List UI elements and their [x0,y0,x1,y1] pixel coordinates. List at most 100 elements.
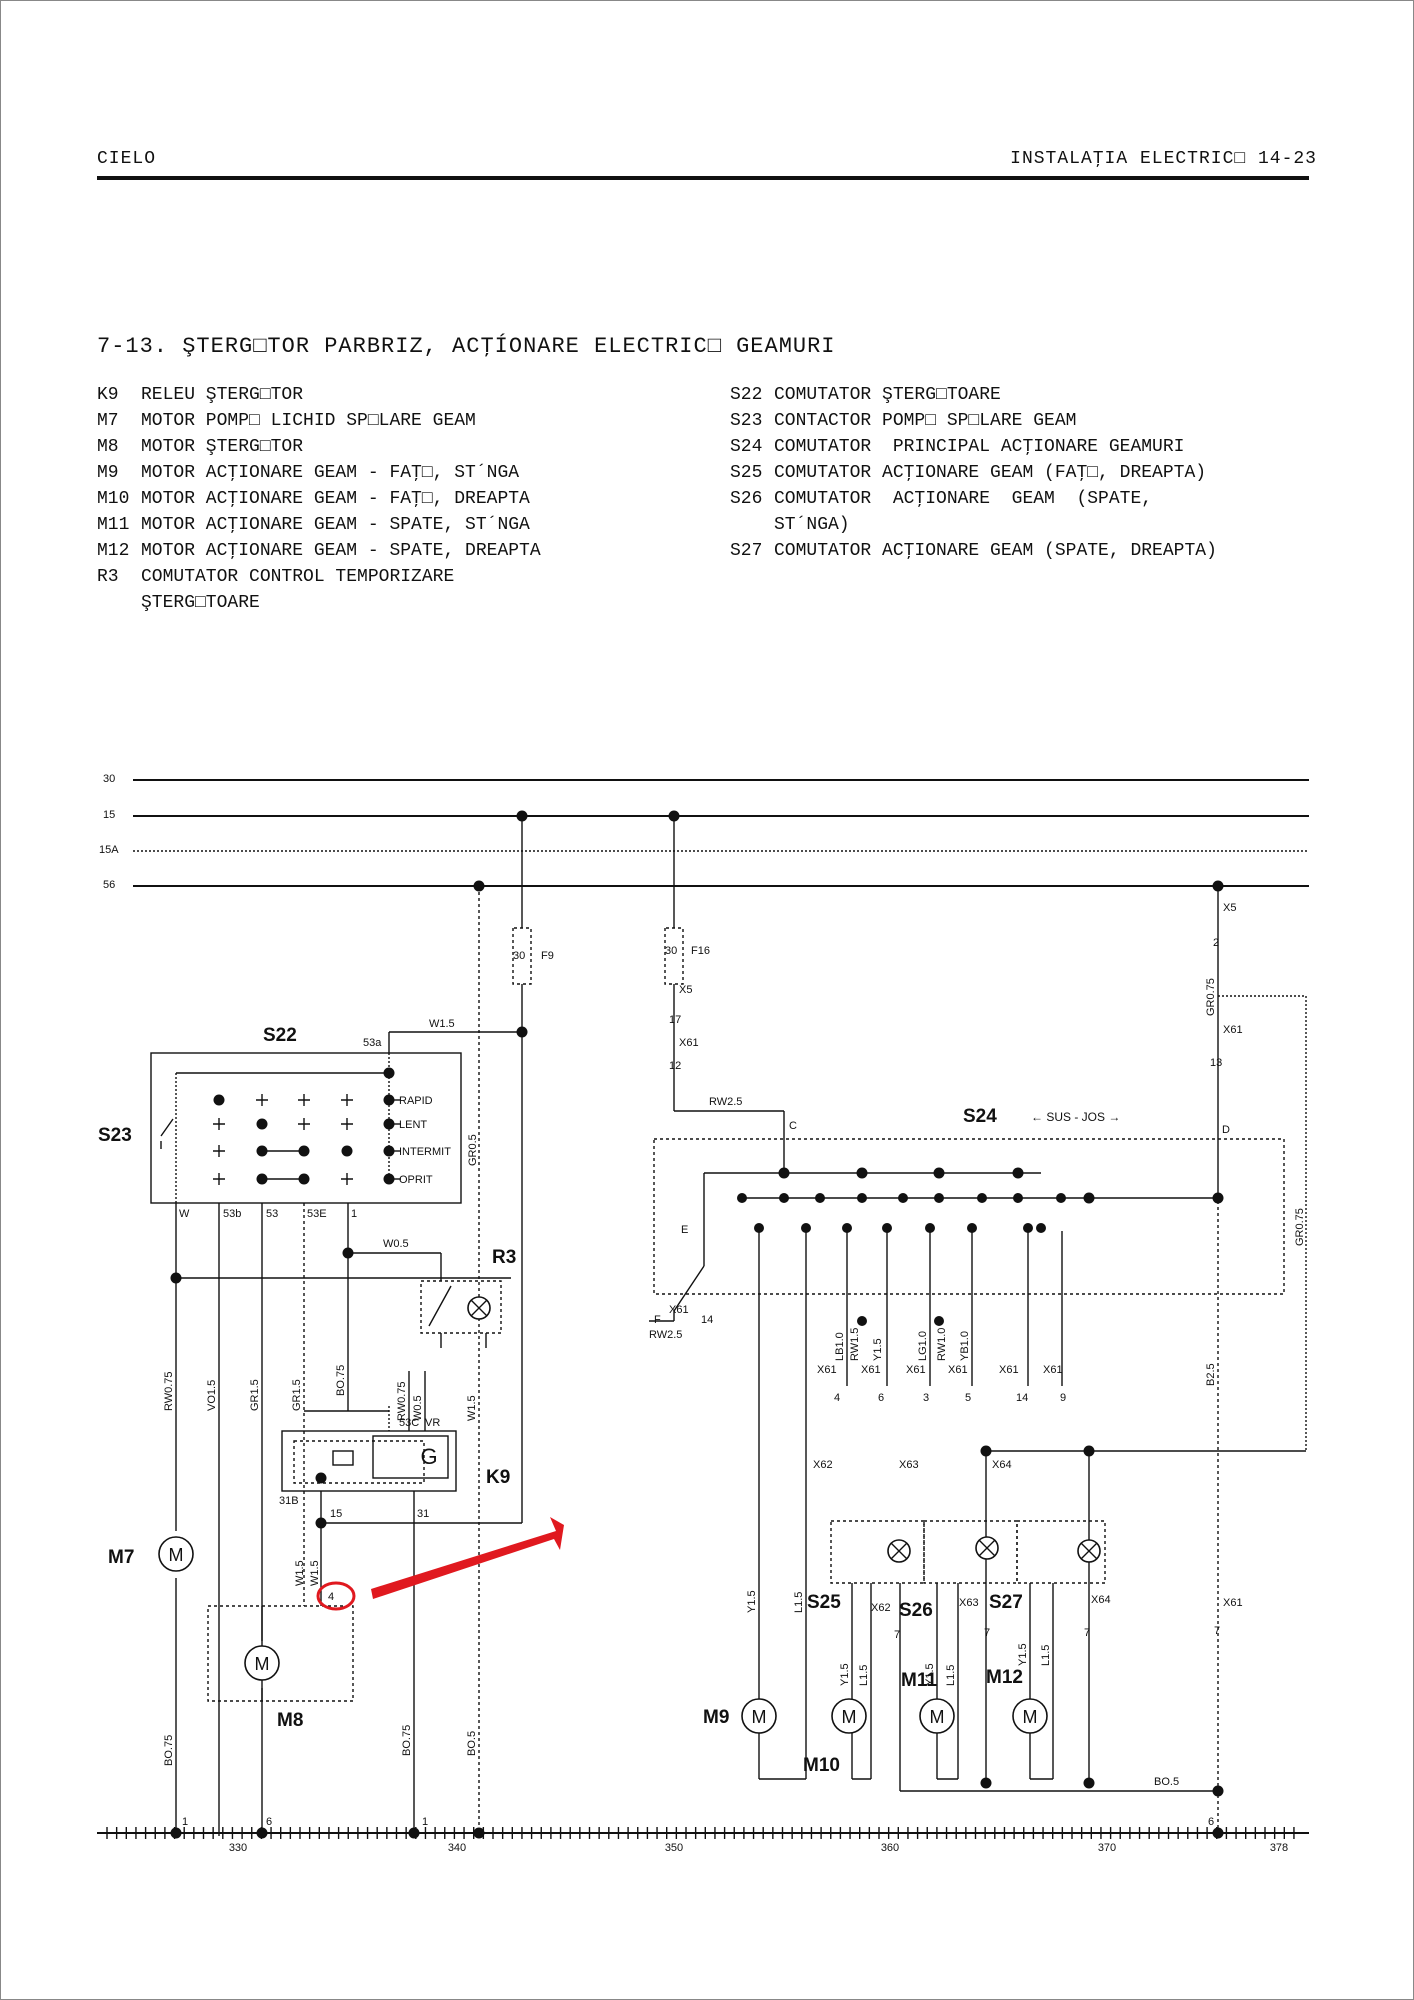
m9-motor-symbol [741,1698,777,1734]
legend-item-code: M11 [97,515,130,535]
connector-x61-right: X61 [1223,1597,1243,1609]
wire-y15: Y1.5 [872,1338,884,1361]
legend-item-text: COMUTATOR ŞTERG□TOARE [774,385,1001,405]
connector-x64-b: X64 [1091,1594,1111,1606]
m12-motor-symbol [1012,1698,1048,1734]
scale-label: 360 [881,1842,899,1854]
wire-gr15-b: GR1.5 [291,1379,303,1411]
scale-label: 340 [448,1842,466,1854]
rail-label-15: 15 [103,809,115,821]
connector-x63: X63 [899,1459,919,1471]
s22-terminal-53e: 53E [307,1208,327,1220]
connector-x5-f16: X5 [679,984,692,996]
connector-x61-f16: X61 [679,1037,699,1049]
wire-y15-m9: Y1.5 [746,1590,758,1613]
legend-item-code: M12 [97,541,130,561]
wire-bo075-k9: BO.75 [401,1725,413,1756]
k9-generator-glyph: G [420,1444,437,1469]
x61-row-label: X61 [861,1364,881,1376]
section-title: 7-13. ŞTERG□TOR PARBRIZ, ACŢÍONARE ELECT… [97,334,836,359]
wire-rw25-f: RW2.5 [649,1329,682,1341]
s22-pos-rapid: RAPID [399,1095,433,1107]
wire-gr15-a: GR1.5 [249,1379,261,1411]
legend-item-row: S22 COMUTATOR ŞTERG□TOARE [730,382,1330,408]
label-s22: S22 [263,1025,297,1046]
wire-y15-m11: Y1.5 [924,1663,936,1686]
label-s27: S27 [989,1592,1023,1613]
wire-lg10: LG1.0 [917,1331,929,1361]
wire-yb10: YB1.0 [959,1331,971,1361]
scale-label: 330 [229,1842,247,1854]
legend-item-text: COMUTATOR ACŢIONARE GEAM (SPATE, ST´NGA) [774,489,1153,535]
k9-terminal-vr: VR [425,1417,440,1429]
x61-row-label: X61 [906,1364,926,1376]
s24-box [653,1138,1285,1295]
wire-l15-m10: L1.5 [858,1665,870,1686]
k9-terminal-31b: 31B [279,1495,299,1507]
k9-box [281,1430,457,1492]
wire-rw075-k9: RW0.75 [396,1381,408,1421]
m7-motor-symbol [158,1536,194,1572]
legend-item-text: MOTOR ACŢIONARE GEAM - FAŢ□, DREAPTA [141,489,530,509]
s23-contact [160,1118,174,1149]
header-rule [97,176,1309,180]
fuse-f16-rating: 30 [665,945,677,957]
k9-coil [332,1450,354,1466]
m8-motor-symbol [244,1645,280,1681]
label-m7: M7 [108,1547,134,1568]
rail-label-56: 56 [103,879,115,891]
m11-glyph: M [930,1707,945,1727]
connector-x62-b: X62 [871,1602,891,1614]
x61-row-label: X61 [948,1364,968,1376]
connector-x5-top: X5 [1223,902,1236,914]
header-section: INSTALAŢIA ELECTRIC□ 14-23 [1010,149,1317,169]
header-model: CIELO [97,149,157,169]
wire-l15-m11: L1.5 [945,1665,957,1686]
label-s25: S25 [807,1592,841,1613]
fuse-f9-name: F9 [541,950,554,962]
s24-label-f: F [654,1314,661,1326]
s26-box [923,1520,1018,1584]
wire-gr075-right: GR0.75 [1294,1208,1306,1246]
label-r3: R3 [492,1247,516,1268]
label-m11: M11 [901,1670,937,1691]
legend-item-code: S22 [730,385,763,405]
wire-w15-top: W1.5 [429,1018,455,1030]
k9-terminal-31: 31 [417,1508,429,1520]
legend-item-text: COMUTATOR ACŢIONARE GEAM (FAŢ□, DREAPTA) [774,463,1207,483]
wire-w15-m8a: W1.5 [294,1560,306,1586]
wire-rw15: RW1.5 [849,1328,861,1361]
fuse-f16-symbol [664,927,684,985]
legend-item-code: M8 [97,437,119,457]
connector-x63-b: X63 [959,1597,979,1609]
wire-lb10: LB1.0 [834,1332,846,1361]
connector-pin7-a: 7 [894,1629,900,1641]
ground-point-label: 1 [422,1816,428,1828]
fuse-f9-rating: 30 [513,950,525,962]
wire-l15-m9: L1.5 [793,1592,805,1613]
rail-label-15a: 15A [99,844,119,856]
connector-x61-top: X61 [1223,1024,1243,1036]
s22-position-grid [262,1099,401,1180]
wire-rw25: RW2.5 [709,1096,742,1108]
legend-item-text: COMUTATOR ACŢIONARE GEAM (SPATE, DREAPTA… [774,541,1217,561]
x61-row-pin: 5 [965,1392,971,1404]
x61-row-pin: 6 [878,1392,884,1404]
x61-row-pin: 4 [834,1392,840,1404]
m10-motor-symbol [831,1698,867,1734]
x61-row-label: X61 [1043,1364,1063,1376]
wire-bo075: BO.75 [335,1365,347,1396]
legend-item-code: M7 [97,411,119,431]
m12-glyph: M [1023,1707,1038,1727]
ground-point-label: 6 [1208,1816,1214,1828]
